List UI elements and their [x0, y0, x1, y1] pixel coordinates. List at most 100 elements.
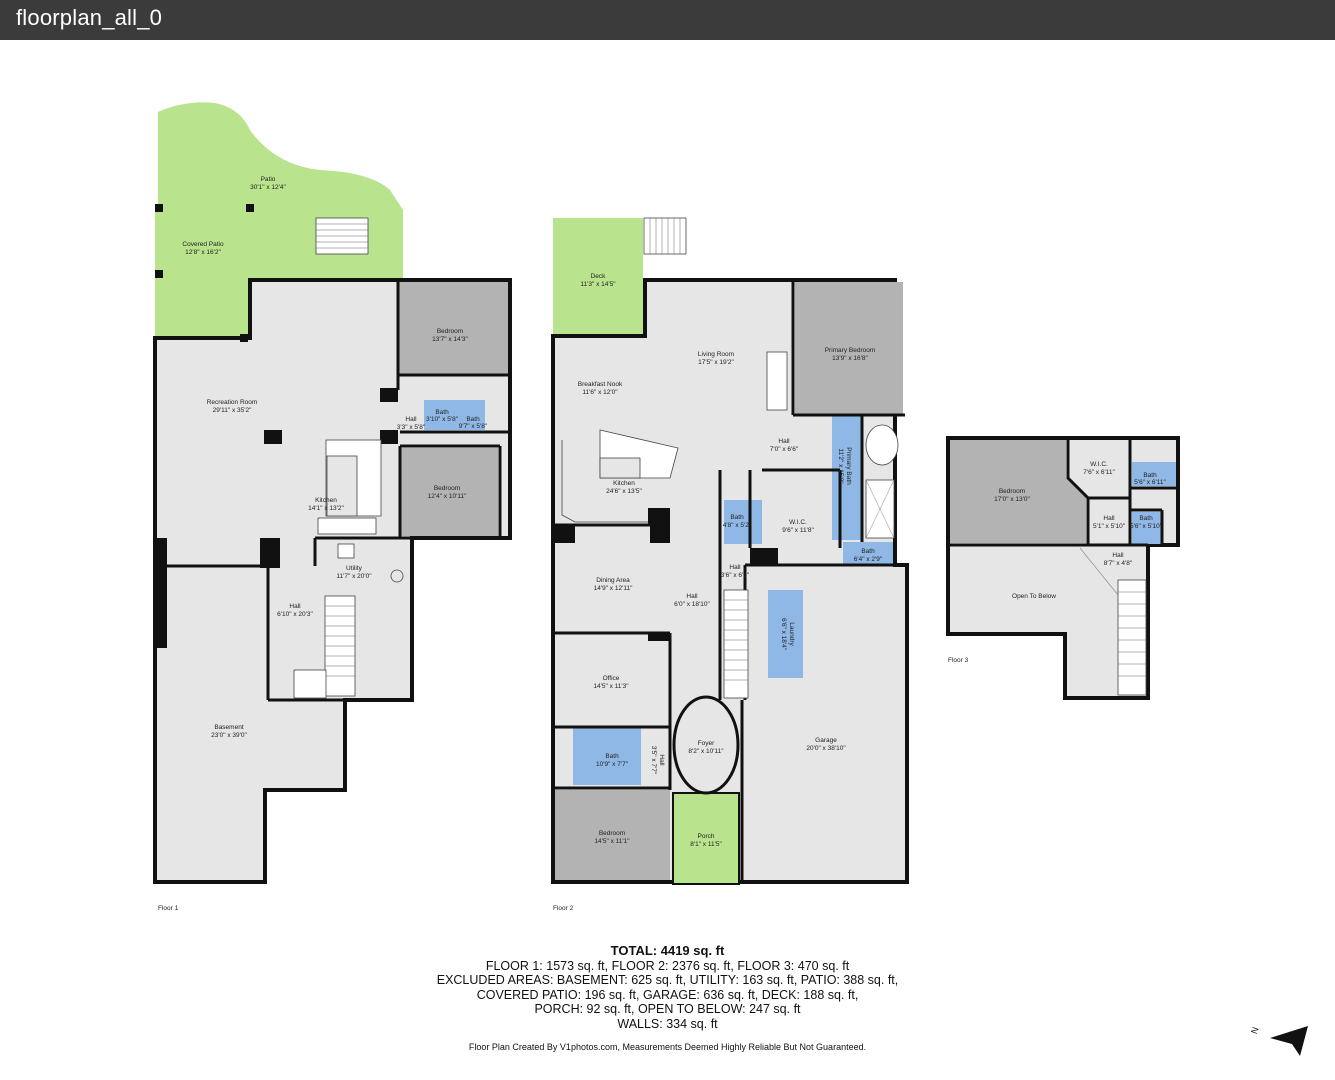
room-label: 17'0" x 13'0"	[994, 496, 1030, 503]
room-label: 11'6" x 12'0"	[582, 389, 618, 396]
room-label: 11'7" x 20'0"	[336, 573, 372, 580]
summary-line: EXCLUDED AREAS: BASEMENT: 625 sq. ft, UT…	[436, 973, 899, 988]
bath-1a-fill	[424, 400, 460, 430]
room-label: 14'5" x 11'3"	[593, 683, 629, 690]
room-label: Bath	[861, 548, 875, 555]
credit-line: Floor Plan Created By V1photos.com, Meas…	[468, 1041, 867, 1052]
primary-bedroom-fill	[795, 282, 903, 414]
room-label: Bath	[466, 416, 480, 423]
room-label: Bedroom	[437, 328, 463, 335]
room-label: W.I.C.	[789, 519, 807, 526]
floor-1-labels: Patio 30'1" x 12'4" Covered Patio 12'8" …	[158, 176, 488, 912]
room-label: 14'1" x 13'2"	[308, 505, 344, 512]
room-label: Bath	[1143, 472, 1157, 479]
room-label: 11'3" x 14'5"	[580, 281, 616, 288]
bedroom-f3-fill	[950, 440, 1086, 543]
floor-3-label: Floor 3	[948, 657, 969, 664]
bath-f3a-fill	[1132, 462, 1176, 486]
room-label: 8'7" x 4'8"	[1104, 560, 1133, 567]
floor-3-plan: W.I.C. 7'6" x 6'11" Bath 5'6" x 6'11" Be…	[946, 436, 1180, 700]
foyer-shape	[672, 695, 740, 795]
deck-area	[553, 218, 643, 336]
deck-stair	[643, 217, 687, 255]
total-area: TOTAL: 4419 sq. ft	[610, 943, 725, 958]
summary-line: WALLS: 334 sq. ft	[617, 1016, 718, 1031]
room-label: 5'6" x 6'11"	[1134, 479, 1166, 486]
room-label: Laundry	[788, 622, 795, 646]
room-label: Hall	[1103, 515, 1115, 522]
room-label: 12'8" x 16'2"	[185, 249, 221, 256]
room-label: 6'6" x 18'4"	[780, 618, 787, 651]
room-label: 7'6" x 6'11"	[1083, 469, 1115, 476]
summary-line: PORCH: 92 sq. ft, OPEN TO BELOW: 247 sq.…	[534, 1002, 801, 1017]
room-label: Bedroom	[599, 830, 625, 837]
room-label: 5'1" x 5'10"	[1093, 523, 1126, 530]
room-label: Primary Bath	[845, 447, 852, 485]
room-label: Dining Area	[596, 577, 630, 584]
room-label: 9'7" x 5'8"	[459, 423, 488, 430]
room-label: 6'10" x 20'3"	[277, 611, 313, 618]
room-label: N	[1249, 1026, 1261, 1036]
room-label: 4'8" x 5'2"	[723, 522, 752, 529]
title-bar: floorplan_all_0	[0, 0, 1335, 40]
summary-line: COVERED PATIO: 196 sq. ft, GARAGE: 636 s…	[476, 987, 859, 1002]
bedroom-f2-fill	[555, 790, 670, 880]
room-label: Basement	[214, 724, 243, 731]
room-label: Recreation Room	[207, 399, 258, 406]
room-label: 14'9" x 12'11"	[594, 585, 633, 592]
covered-patio-area	[155, 208, 250, 338]
room-label: 9'6" x 11'8"	[782, 527, 814, 534]
room-label: 7'0" x 6'6"	[770, 446, 799, 453]
room-label: Patio	[261, 176, 276, 183]
room-label: Foyer	[698, 740, 715, 747]
room-label: 23'0" x 39'0"	[211, 732, 247, 739]
room-label: 20'0" x 38'10"	[806, 745, 846, 752]
room-label: 3'3" x 5'8"	[397, 424, 426, 431]
room-label: Kitchen	[613, 480, 635, 487]
room-label: Breakfast Nook	[578, 381, 623, 388]
bath-1b-fill	[460, 400, 485, 430]
room-label: 6'4" x 2'9"	[854, 556, 883, 563]
room-label: Primary Bedroom	[825, 347, 876, 354]
bath-6x2-fill	[843, 542, 893, 564]
room-label: Garage	[815, 737, 837, 744]
room-label: Office	[603, 675, 620, 682]
floor-2-stair	[723, 589, 749, 699]
floor-2-labels: Deck 11'3" x 14'5" Living Room 17'5" x 1…	[553, 273, 883, 912]
room-label: 8'2" x 10'11"	[688, 748, 724, 755]
floorplan-canvas: Patio 30'1" x 12'4" Covered Patio 12'8" …	[153, 102, 1180, 912]
floor-2-plan: Deck 11'3" x 14'5" Living Room 17'5" x 1…	[551, 217, 909, 912]
room-label: Hall	[778, 438, 790, 445]
room-label: 3'6" x 6'3"	[721, 572, 750, 579]
porch-area	[672, 792, 740, 885]
room-label: 13'7" x 14'3"	[432, 336, 468, 343]
floor-2-label: Floor 2	[553, 905, 574, 912]
bedroom-2-fill	[400, 448, 498, 536]
bath-4x5-fill	[724, 500, 762, 544]
floor-3-labels: W.I.C. 7'6" x 6'11" Bath 5'6" x 6'11" Be…	[948, 461, 1166, 664]
bath-10x7-fill	[573, 728, 641, 785]
window-title: floorplan_all_0	[16, 5, 163, 30]
room-label: Bedroom	[434, 485, 460, 492]
room-label: 10'9" x 7'7"	[596, 761, 629, 768]
room-label: Bath	[435, 409, 449, 416]
floor-1-plan: Patio 30'1" x 12'4" Covered Patio 12'8" …	[153, 102, 512, 912]
summary-line: FLOOR 1: 1573 sq. ft, FLOOR 2: 2376 sq. …	[485, 958, 850, 973]
room-label: Kitchen	[315, 497, 337, 504]
room-label: 24'6" x 13'5"	[606, 488, 642, 495]
laundry-fill	[768, 590, 803, 678]
room-label: 13'9" x 16'8"	[832, 355, 868, 362]
room-label: 29'11" x 35'2"	[213, 407, 252, 414]
room-label: 6'0" x 18'10"	[674, 601, 710, 608]
north-arrow-icon: N	[1249, 1026, 1308, 1056]
room-label: Hall	[1112, 552, 1124, 559]
room-label: Open To Below	[1012, 593, 1056, 600]
bath-f3b-fill	[1132, 512, 1162, 544]
room-label: 30'1" x 12'4"	[250, 184, 286, 191]
floor-1-label: Floor 1	[158, 905, 179, 912]
room-label: Bath	[730, 514, 744, 521]
room-label: Hall	[658, 754, 665, 766]
room-label: Bath	[605, 753, 619, 760]
room-label: 3'5" x 7'7"	[650, 746, 657, 775]
room-label: 3'10" x 5'8"	[426, 416, 459, 423]
